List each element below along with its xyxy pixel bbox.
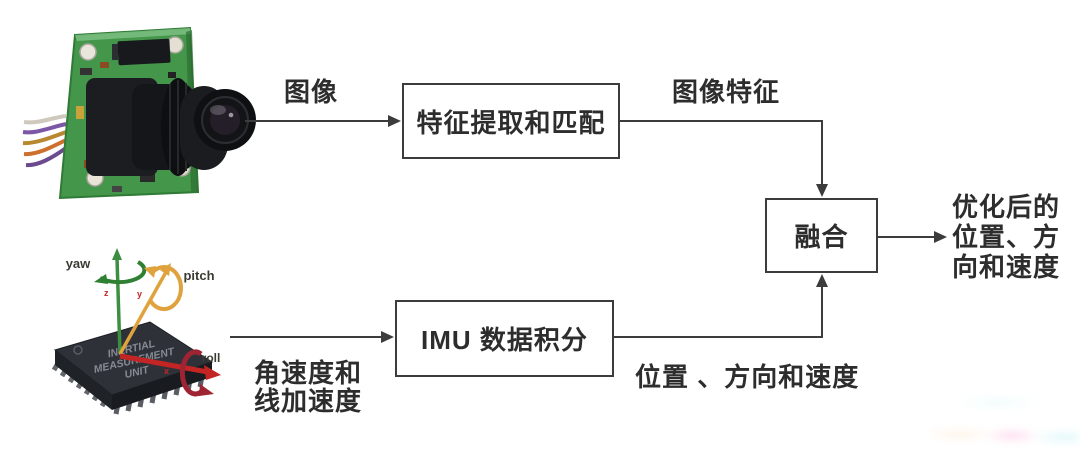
watermark-smudge [930,388,1080,446]
imu-pitch-axis: pitch y [118,263,215,355]
fusion-box: 融合 [765,198,878,273]
imu-x-axis-letter: x [164,366,169,376]
imu-chip-text-line3: UNIT [123,364,151,382]
arrowhead-into-integration [381,331,394,343]
imu-integration-box: IMU 数据积分 [395,300,614,377]
label-imu-input-line1: 角速度和 [254,358,363,388]
label-imu-output: 位置 、方向和速度 [635,362,860,392]
label-image: 图像 [283,77,338,107]
label-fusion-output: 优化后的 位置、方 向和速度 [952,192,1060,282]
camera-module-photo [22,26,256,200]
edge-integration-to-fusion [614,286,823,338]
label-imu-input-line2: 线加速度 [254,386,363,416]
camera-lens [86,78,256,176]
label-imu-input: 角速度和 线加速度 [254,359,362,415]
arrowhead-into-fusion-bottom [816,274,828,287]
imu-roll-label: roll [202,351,221,365]
imu-chip-illustration: INERTIAL MEASUREMENT UNIT yaw z pitch y [51,248,221,415]
imu-yaw-axis: yaw z [66,248,147,355]
feature-extraction-box: 特征提取和匹配 [402,83,620,159]
camera-ic-chip [76,38,176,192]
imu-y-axis-letter: y [137,289,142,299]
label-fusion-output-line1: 优化后的 [952,192,1061,222]
imu-z-axis-letter: z [104,288,109,298]
camera-wires [22,114,68,168]
imu-pitch-label: pitch [183,268,214,283]
arrowhead-into-feature [388,115,401,127]
imu-roll-axis: roll x [119,349,221,397]
arrowhead-into-fusion-top [816,184,828,197]
label-fusion-output-line3: 向和速度 [952,252,1061,282]
label-fusion-output-line2: 位置、方 [952,222,1061,252]
label-image-features: 图像特征 [671,77,780,107]
imu-yaw-label: yaw [66,256,91,271]
arrowhead-fusion-output [934,231,947,243]
edge-feature-to-fusion [620,120,823,185]
